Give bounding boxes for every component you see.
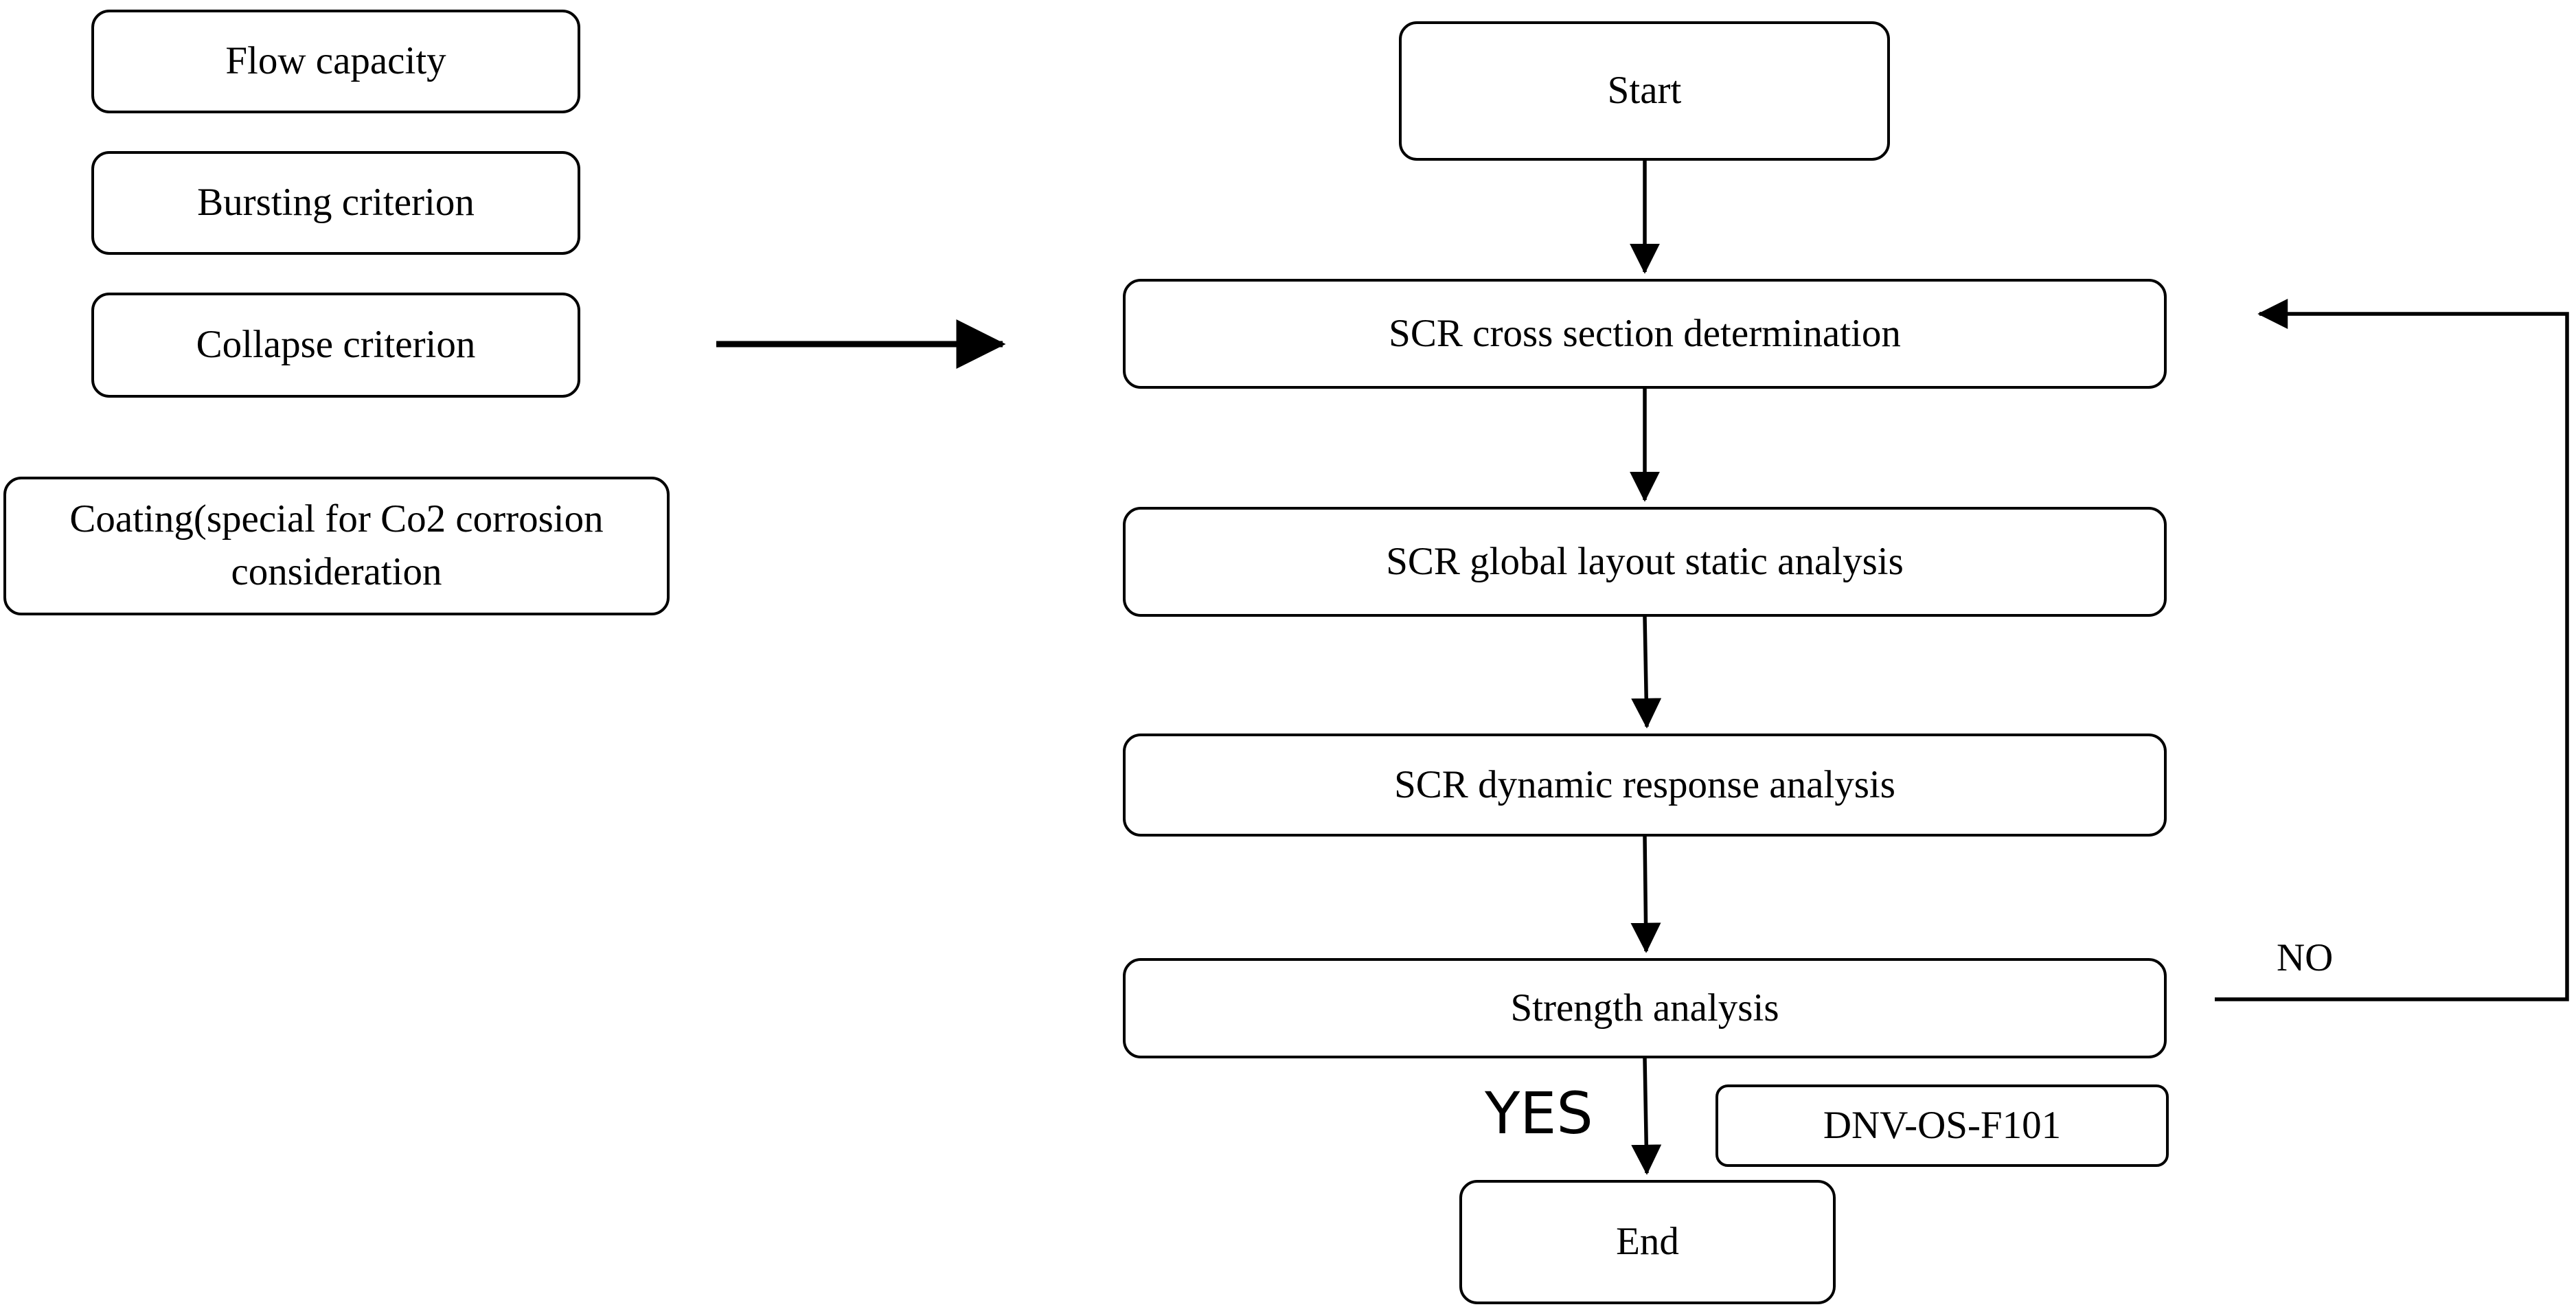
end-label: End (1616, 1220, 1679, 1264)
standard-label: DNV-OS-F101 (1823, 1103, 2062, 1147)
coating-label-line1: Coating(special for Co2 corrosion (69, 497, 604, 541)
standard-box: DNV-OS-F101 (1716, 1084, 2169, 1167)
flow-capacity-box: Flow capacity (91, 10, 580, 113)
global-layout-box: SCR global layout static analysis (1123, 507, 2167, 617)
bursting-criterion-box: Bursting criterion (91, 151, 580, 255)
cross-section-box: SCR cross section determination (1123, 279, 2167, 389)
start-box: Start (1399, 21, 1890, 161)
cross-section-label: SCR cross section determination (1389, 311, 1901, 355)
strength-analysis-box: Strength analysis (1123, 958, 2167, 1058)
arrow-no-feedback-loop (2215, 299, 2569, 1001)
arrow-strength-to-end (1631, 1058, 1662, 1175)
arrow-dynamic-response-to-strength (1630, 836, 1661, 953)
arrow-global-layout-to-dynamic-response (1631, 616, 1662, 729)
coating-label-line2: consideration (231, 550, 442, 593)
end-box: End (1459, 1180, 1836, 1304)
yes-label: YES (1485, 1080, 1593, 1147)
dynamic-response-box: SCR dynamic response analysis (1123, 734, 2167, 837)
collapse-criterion-label: Collapse criterion (196, 323, 476, 367)
flow-capacity-label: Flow capacity (225, 39, 446, 83)
bursting-criterion-label: Bursting criterion (197, 181, 475, 225)
no-label: NO (2277, 936, 2334, 979)
dynamic-response-label: SCR dynamic response analysis (1394, 762, 1895, 806)
strength-analysis-label: Strength analysis (1510, 986, 1779, 1030)
start-label: Start (1607, 69, 1682, 113)
coating-box: Coating(special for Co2 corrosion consid… (3, 477, 670, 615)
global-layout-label: SCR global layout static analysis (1386, 539, 1904, 583)
collapse-criterion-box: Collapse criterion (91, 293, 580, 398)
coating-text: Coating(special for Co2 corrosion consid… (69, 493, 603, 599)
